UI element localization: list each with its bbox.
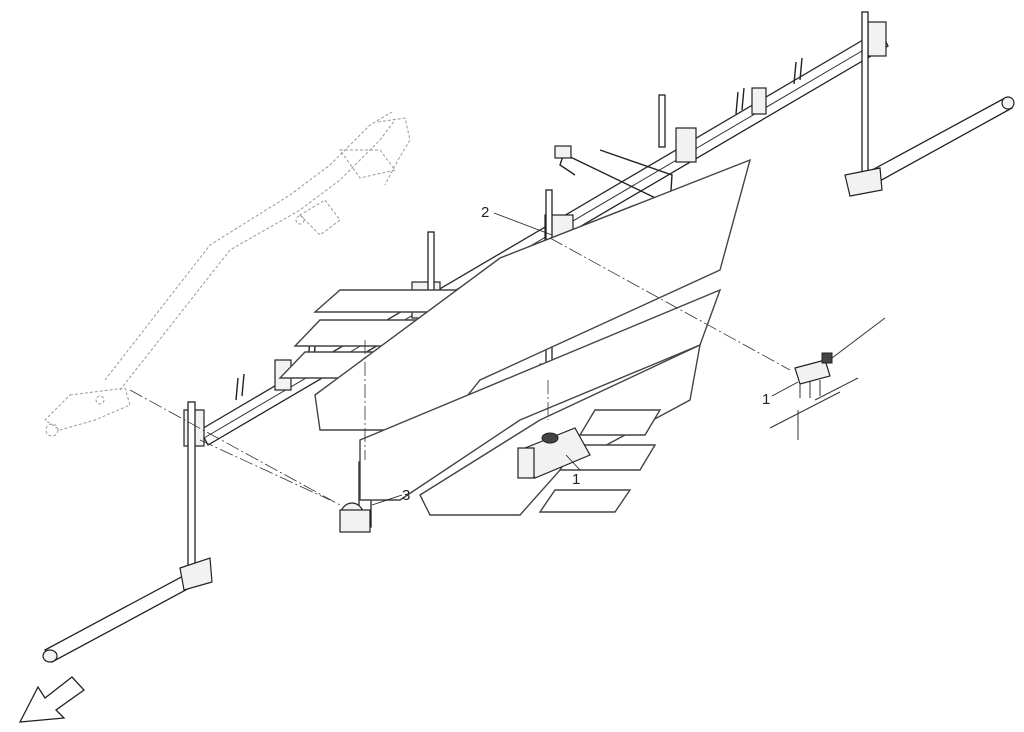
callout-2: 2 [481, 204, 489, 221]
sensor-mount [339, 502, 371, 533]
callout-1-mid: 1 [572, 471, 580, 488]
callout-1-right: 1 [762, 391, 770, 408]
towing-arm-ghost [44, 111, 411, 437]
leader-lines [371, 212, 799, 506]
sensor-unit-right [769, 317, 886, 440]
alignment-lines [129, 237, 791, 506]
callout-3: 3 [402, 487, 410, 504]
sensor-plates [278, 158, 752, 516]
direction-arrow-icon [18, 676, 85, 723]
lower-arms [42, 96, 1015, 663]
sensor-unit-center [517, 427, 591, 479]
